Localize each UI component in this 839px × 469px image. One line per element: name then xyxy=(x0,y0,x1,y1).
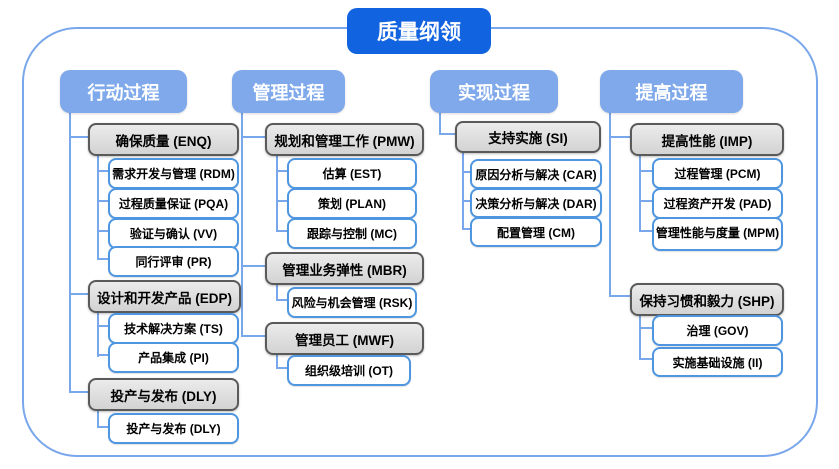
connector xyxy=(69,293,88,295)
connector xyxy=(241,112,243,337)
node-pad: 过程资产开发 (PAD) xyxy=(652,188,783,219)
connector xyxy=(97,230,108,232)
connector xyxy=(639,312,641,360)
connector xyxy=(97,354,108,356)
connector xyxy=(276,152,278,232)
connector xyxy=(97,325,108,327)
connector xyxy=(276,367,287,369)
diagram-title: 质量纲领 xyxy=(347,8,491,54)
node-pqa: 过程质量保证 (PQA) xyxy=(108,188,239,219)
connector xyxy=(639,170,652,172)
connector xyxy=(276,351,278,369)
node-edp: 设计和开发产品 (EDP) xyxy=(88,280,241,313)
node-pcm: 过程管理 (PCM) xyxy=(652,158,783,189)
node-plan: 策划 (PLAN) xyxy=(287,188,417,219)
connector xyxy=(97,258,108,260)
connector xyxy=(97,170,108,172)
node-mc: 跟踪与控制 (MC) xyxy=(287,218,417,249)
node-vv: 验证与确认 (VV) xyxy=(108,218,239,249)
node-rsk: 风险与机会管理 (RSK) xyxy=(287,287,417,318)
connector xyxy=(639,200,652,202)
column-header-improvement-process: 提高过程 xyxy=(600,70,743,113)
node-dar: 决策分析与解决 (DAR) xyxy=(470,188,602,218)
connector xyxy=(462,149,464,230)
node-mbr: 管理业务弹性 (MBR) xyxy=(265,252,424,285)
connector xyxy=(276,230,287,232)
node-pr: 同行评审 (PR) xyxy=(108,246,239,277)
node-imp: 提高性能 (IMP) xyxy=(630,123,784,156)
node-pi: 产品集成 (PI) xyxy=(108,342,239,373)
connector xyxy=(609,136,630,138)
connector xyxy=(241,335,265,337)
connector xyxy=(639,358,652,360)
node-mwf: 管理员工 (MWF) xyxy=(265,322,424,355)
connector xyxy=(97,426,108,428)
connector xyxy=(69,136,88,138)
connector xyxy=(639,230,652,232)
connector xyxy=(609,295,630,297)
connector xyxy=(97,152,99,260)
connector xyxy=(97,200,108,202)
connector xyxy=(276,200,287,202)
node-dly: 投产与发布 (DLY) xyxy=(108,413,239,444)
node-gov: 治理 (GOV) xyxy=(652,315,783,346)
connector xyxy=(462,171,470,173)
column-header-implementation-process: 实现过程 xyxy=(430,70,558,113)
node-est: 估算 (EST) xyxy=(287,158,417,189)
connector xyxy=(276,170,287,172)
connector xyxy=(69,391,88,393)
node-enq: 确保质量 (ENQ) xyxy=(88,123,239,156)
connector xyxy=(639,327,652,329)
node-ot: 组织级培训 (OT) xyxy=(287,355,411,386)
connector xyxy=(609,112,611,297)
connector xyxy=(462,200,470,202)
node-car: 原因分析与解决 (CAR) xyxy=(470,159,602,189)
node-ii: 实施基础设施 (II) xyxy=(652,347,783,377)
node-cm: 配置管理 (CM) xyxy=(470,217,602,247)
connector xyxy=(97,309,99,357)
connector xyxy=(69,112,71,393)
node-ts: 技术解决方案 (TS) xyxy=(108,313,239,344)
connector xyxy=(97,407,99,428)
connector xyxy=(276,299,287,301)
node-si: 支持实施 (SI) xyxy=(455,121,601,153)
connector xyxy=(439,112,441,135)
node-dly-group: 投产与发布 (DLY) xyxy=(88,378,239,411)
connector xyxy=(639,152,641,232)
connector xyxy=(462,228,470,230)
column-header-action-process: 行动过程 xyxy=(60,70,187,113)
node-pmw: 规划和管理工作 (PMW) xyxy=(265,123,424,156)
connector xyxy=(276,281,278,301)
connector xyxy=(241,265,265,267)
node-mpm: 管理性能与度量 (MPM) xyxy=(652,217,783,251)
node-shp: 保持习惯和毅力 (SHP) xyxy=(630,283,784,316)
column-header-management-process: 管理过程 xyxy=(232,70,345,113)
connector xyxy=(439,133,455,135)
node-rdm: 需求开发与管理 (RDM) xyxy=(108,158,239,189)
connector xyxy=(241,136,265,138)
